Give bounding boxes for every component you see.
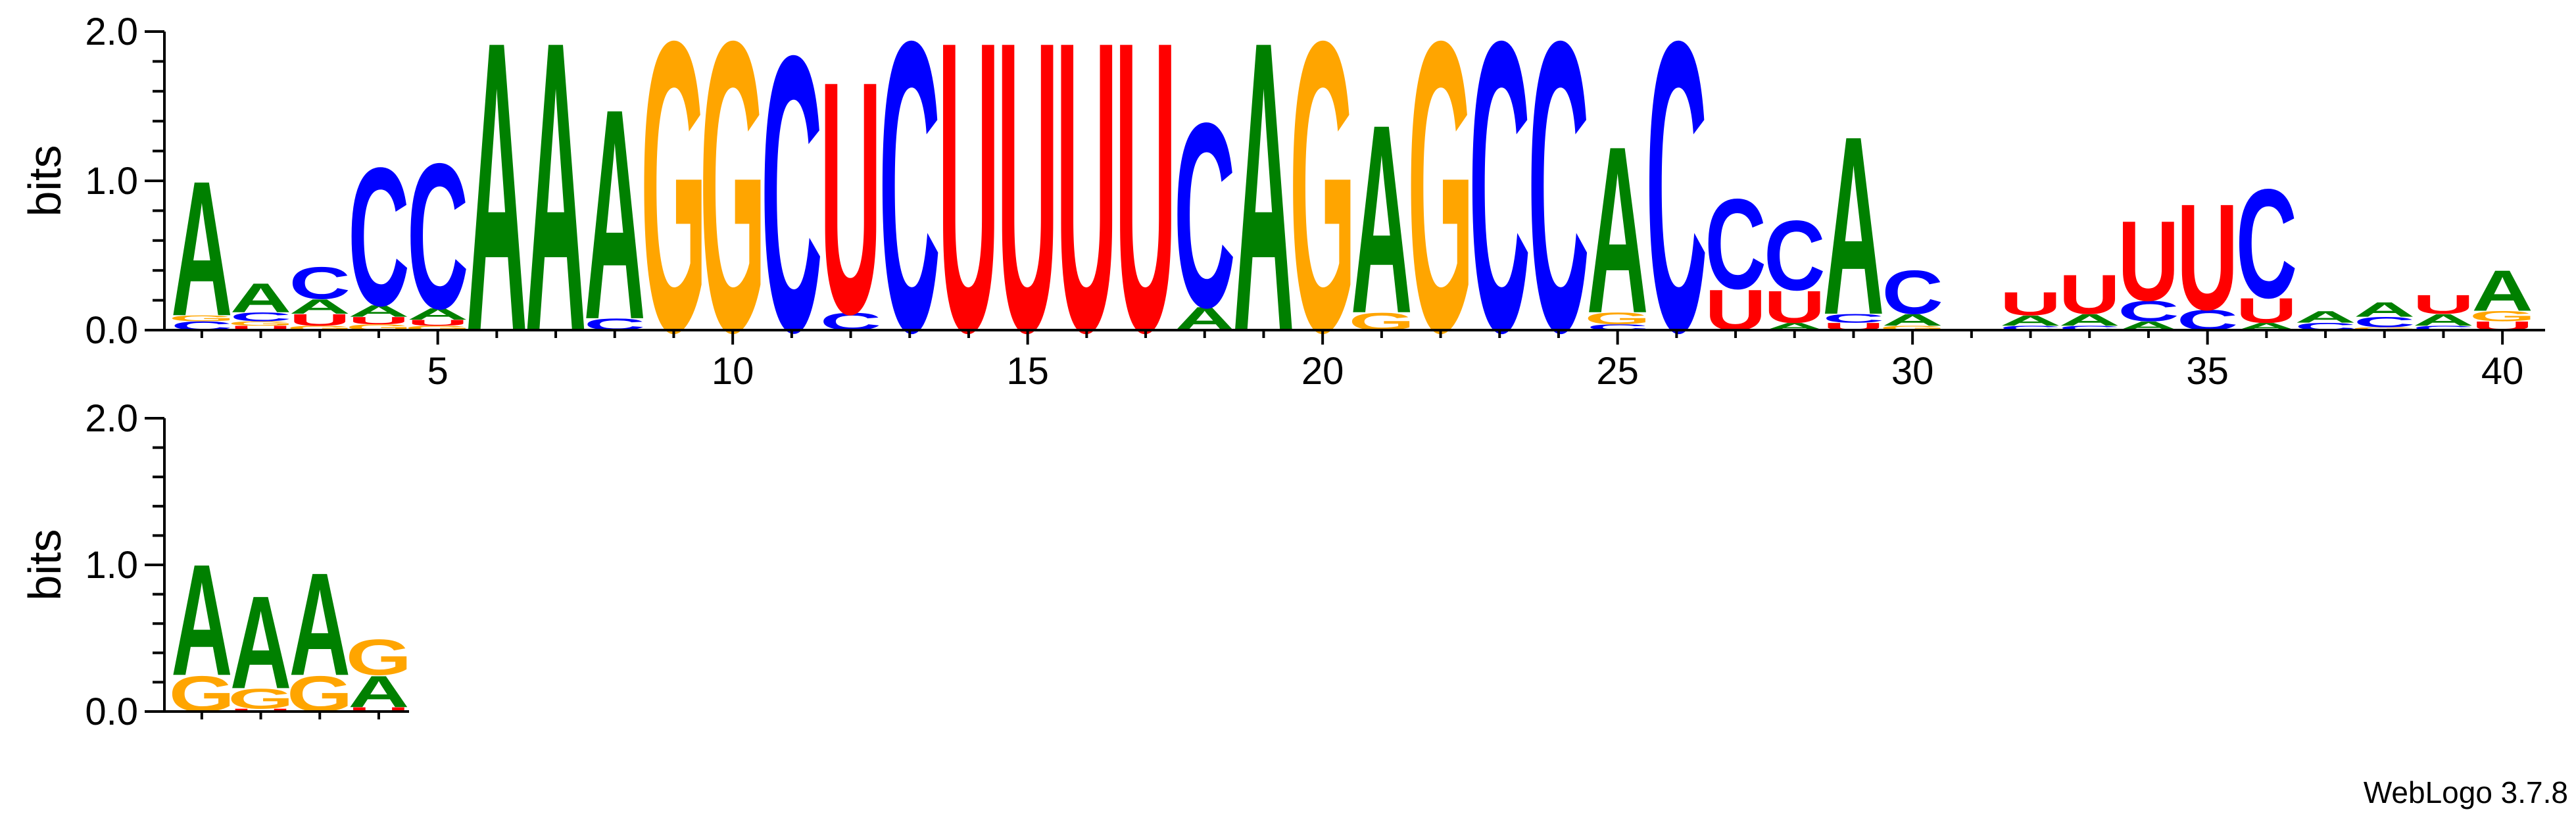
x-tick-label: 10 — [712, 350, 754, 393]
x-tick-label: 5 — [427, 350, 449, 393]
letter-U-pos-15: U — [997, 0, 1058, 418]
letter-A-pos-2: A — [230, 275, 291, 322]
letter-C-pos-4: C — [348, 126, 409, 347]
letter-C-pos-26: C — [1646, 0, 1707, 418]
letter-U-pos-3: U — [289, 310, 351, 329]
letter-U-pos-2: U — [230, 708, 291, 712]
letter-G-pos-3: G — [287, 325, 353, 332]
letter-A-pos-3: A — [289, 542, 351, 706]
row-1-axes: 0.0 1.0 2.0 bits 5 10 15 20 25 30 35 40 — [19, 11, 2545, 393]
letter-C-pos-3: C — [289, 257, 351, 308]
letter-A-pos-1: A — [171, 532, 232, 709]
letter-G-pos-1: G — [169, 314, 235, 323]
letter-C-pos-5: C — [407, 121, 468, 352]
letter-A-pos-8: A — [584, 47, 645, 383]
x-tick-label: 25 — [1596, 350, 1639, 393]
letter-A-pos-4: A — [348, 666, 409, 716]
letter-C-pos-36: C — [2236, 158, 2297, 331]
letter-G-pos-40: G — [2469, 308, 2536, 324]
letter-U-pos-17: U — [1115, 0, 1176, 418]
y-tick-label: 1.0 — [85, 544, 138, 587]
row-2-axes: 0.0 1.0 2.0 bits — [19, 397, 409, 733]
letter-U-pos-16: U — [1056, 0, 1117, 418]
letter-A-pos-2: A — [230, 568, 291, 716]
x-tick-label: 40 — [2481, 350, 2524, 393]
letter-U-pos-36: U — [2236, 291, 2297, 330]
x-tick-label: 15 — [1006, 350, 1049, 393]
letter-A-pos-5: A — [407, 304, 468, 323]
letter-A-pos-25: A — [1587, 97, 1648, 363]
y-axis-label: bits — [19, 145, 70, 217]
letter-G-pos-30: G — [1880, 325, 1946, 332]
letter-C-pos-29: C — [1823, 311, 1884, 325]
y-tick-label: 2.0 — [85, 397, 138, 440]
letter-C-pos-27: C — [1705, 173, 1766, 316]
letter-C-pos-2: C — [230, 310, 291, 324]
letter-U-pos-2: U — [230, 325, 291, 332]
letter-A-pos-40: A — [2471, 259, 2533, 324]
letter-G-pos-9: G — [641, 0, 707, 418]
letter-A-pos-39: A — [2413, 310, 2474, 329]
y-tick-label: 0.0 — [85, 309, 138, 352]
letter-A-pos-21: A — [1351, 69, 1412, 370]
letter-U-pos-39: U — [2413, 289, 2474, 320]
letter-U-pos-32: U — [2000, 285, 2061, 323]
letter-A-pos-19: A — [1233, 0, 1294, 418]
x-tick-label: 20 — [1301, 350, 1344, 393]
y-tick-label: 1.0 — [85, 160, 138, 203]
letter-A-pos-30: A — [1882, 310, 1943, 329]
letter-C-pos-32: C — [2000, 325, 2061, 332]
letter-U-pos-4: U — [348, 706, 409, 713]
letter-U-pos-33: U — [2059, 264, 2120, 326]
letter-A-pos-3: A — [289, 295, 351, 318]
letter-C-pos-24: C — [1528, 0, 1589, 418]
letter-U-pos-5: U — [407, 318, 468, 327]
letter-G-pos-22: G — [1407, 0, 1474, 418]
letter-U-pos-4: U — [348, 315, 409, 327]
letter-G-pos-20: G — [1290, 0, 1356, 418]
letter-A-pos-4: A — [348, 302, 409, 320]
letter-A-pos-7: A — [525, 0, 586, 418]
letter-G-pos-4: G — [346, 629, 412, 685]
letter-C-pos-34: C — [2118, 295, 2179, 327]
letter-A-pos-29: A — [1823, 84, 1884, 368]
letter-U-pos-34: U — [2118, 198, 2179, 325]
letter-C-pos-39: C — [2413, 325, 2474, 332]
x-tick-label: 35 — [2186, 350, 2229, 393]
letter-C-pos-30: C — [1882, 258, 1943, 327]
letter-G-pos-10: G — [700, 0, 766, 418]
y-tick-label: 2.0 — [85, 11, 138, 53]
letter-C-pos-18: C — [1174, 69, 1235, 363]
letter-G-pos-2: G — [228, 320, 294, 327]
x-tick-label: 30 — [1891, 350, 1934, 393]
letter-A-pos-6: A — [466, 0, 527, 418]
letter-G-pos-38: G — [2351, 326, 2418, 331]
row-1-letter-stacks: CGAUGCAGUACGUACGUACAACAGGCCUCUUUUACAGGAG… — [169, 0, 2536, 418]
letter-C-pos-13: C — [879, 0, 940, 418]
letter-A-pos-32: A — [2000, 312, 2061, 329]
letter-C-pos-28: C — [1764, 200, 1825, 311]
letter-U-pos-14: U — [938, 0, 999, 418]
letter-A-pos-1: A — [171, 141, 232, 356]
letter-A-pos-38: A — [2354, 298, 2415, 321]
letter-C-pos-23: C — [1469, 0, 1530, 418]
y-axis-label: bits — [19, 529, 70, 601]
y-tick-label: 0.0 — [85, 690, 138, 733]
letter-U-pos-35: U — [2177, 172, 2238, 342]
letter-G-pos-25: G — [1584, 309, 1651, 327]
weblogo-credit: WebLogo 3.7.8 — [2363, 775, 2568, 810]
logo-row-1: CGAUGCAGUACGUACGUACAACAGGCCUCUUUUACAGGAG… — [19, 0, 2545, 418]
letter-C-pos-11: C — [761, 0, 822, 414]
letter-G-pos-5: G — [404, 325, 471, 332]
letter-G-pos-2: G — [228, 683, 294, 715]
letter-C-pos-33: C — [2059, 325, 2120, 332]
letter-A-pos-37: A — [2295, 308, 2356, 326]
letter-C-pos-38: C — [2354, 314, 2415, 330]
letter-A-pos-33: A — [2059, 310, 2120, 329]
letter-U-pos-28: U — [1764, 281, 1825, 333]
letter-U-pos-12: U — [820, 13, 881, 383]
